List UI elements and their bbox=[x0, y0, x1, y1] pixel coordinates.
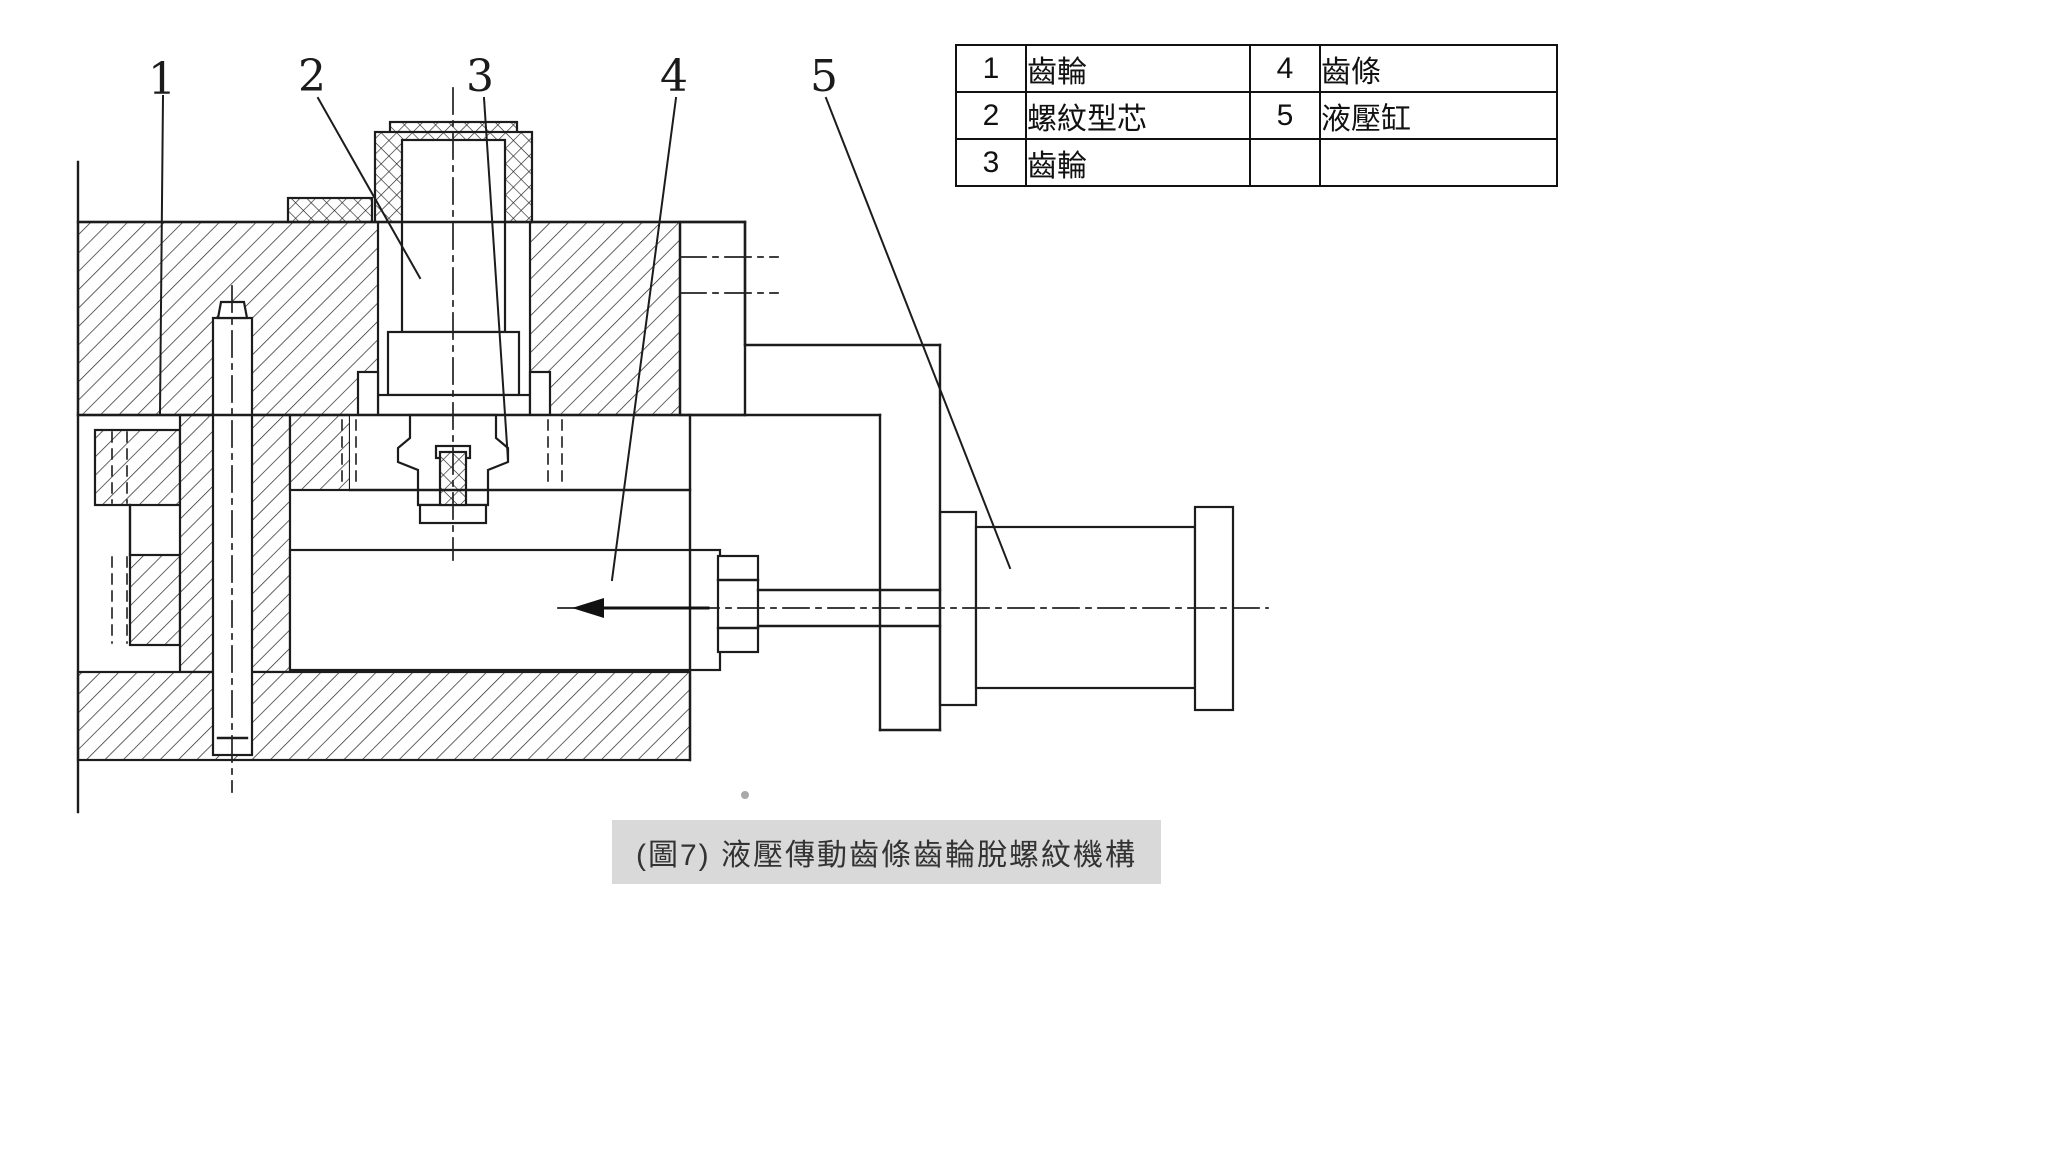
part-name: 齒輪 bbox=[1025, 138, 1251, 187]
leader-line-3 bbox=[482, 96, 510, 462]
core-flange-left bbox=[356, 370, 380, 417]
parts-table: 1 齒輪 4 齒條 2 螺紋型芯 5 液壓缸 3 齒輪 bbox=[955, 44, 1558, 187]
parts-table-row: 1 齒輪 4 齒條 bbox=[955, 44, 1558, 93]
part-number: 2 bbox=[955, 91, 1027, 140]
direction-arrow bbox=[572, 598, 710, 618]
bottom-plate-section bbox=[76, 670, 692, 762]
stray-dot bbox=[741, 791, 749, 799]
leader-line-4 bbox=[610, 96, 678, 582]
core-flange-right bbox=[528, 370, 552, 417]
parts-table-row: 3 齒輪 bbox=[955, 138, 1558, 187]
leader-line-1 bbox=[158, 94, 165, 415]
plate-step-block bbox=[678, 220, 747, 417]
callout-label-1: 1 bbox=[148, 54, 176, 105]
leader-line-2 bbox=[316, 96, 422, 280]
part-number bbox=[1249, 138, 1321, 187]
callout-label-3: 3 bbox=[466, 51, 494, 102]
part-name: 液壓缸 bbox=[1319, 91, 1558, 140]
hex-coupling bbox=[716, 554, 760, 654]
part-name: 齒輪 bbox=[1025, 44, 1251, 93]
callout-label-5: 5 bbox=[810, 51, 838, 102]
parts-table-row: 2 螺紋型芯 5 液壓缸 bbox=[955, 91, 1558, 140]
figure-caption: (圖7) 液壓傳動齒條齒輪脫螺紋機構 bbox=[612, 820, 1161, 884]
rack-bar bbox=[288, 548, 722, 672]
part-name: 螺紋型芯 bbox=[1025, 91, 1251, 140]
threaded-core-base bbox=[376, 393, 532, 417]
part-name: 齒條 bbox=[1319, 44, 1558, 93]
part-number: 5 bbox=[1249, 91, 1321, 140]
part-name bbox=[1319, 138, 1558, 187]
clamp-block-lower bbox=[128, 553, 182, 647]
part-number: 4 bbox=[1249, 44, 1321, 93]
gear-housing-section bbox=[288, 413, 352, 492]
clamp-block-upper bbox=[93, 428, 182, 507]
locating-ring-section bbox=[286, 196, 374, 224]
callout-label-2: 2 bbox=[298, 51, 326, 102]
part-number: 1 bbox=[955, 44, 1027, 93]
part-number: 3 bbox=[955, 138, 1027, 187]
leader-line-5 bbox=[824, 96, 1012, 570]
callout-label-4: 4 bbox=[660, 51, 688, 102]
top-plate-right-section bbox=[528, 220, 682, 417]
